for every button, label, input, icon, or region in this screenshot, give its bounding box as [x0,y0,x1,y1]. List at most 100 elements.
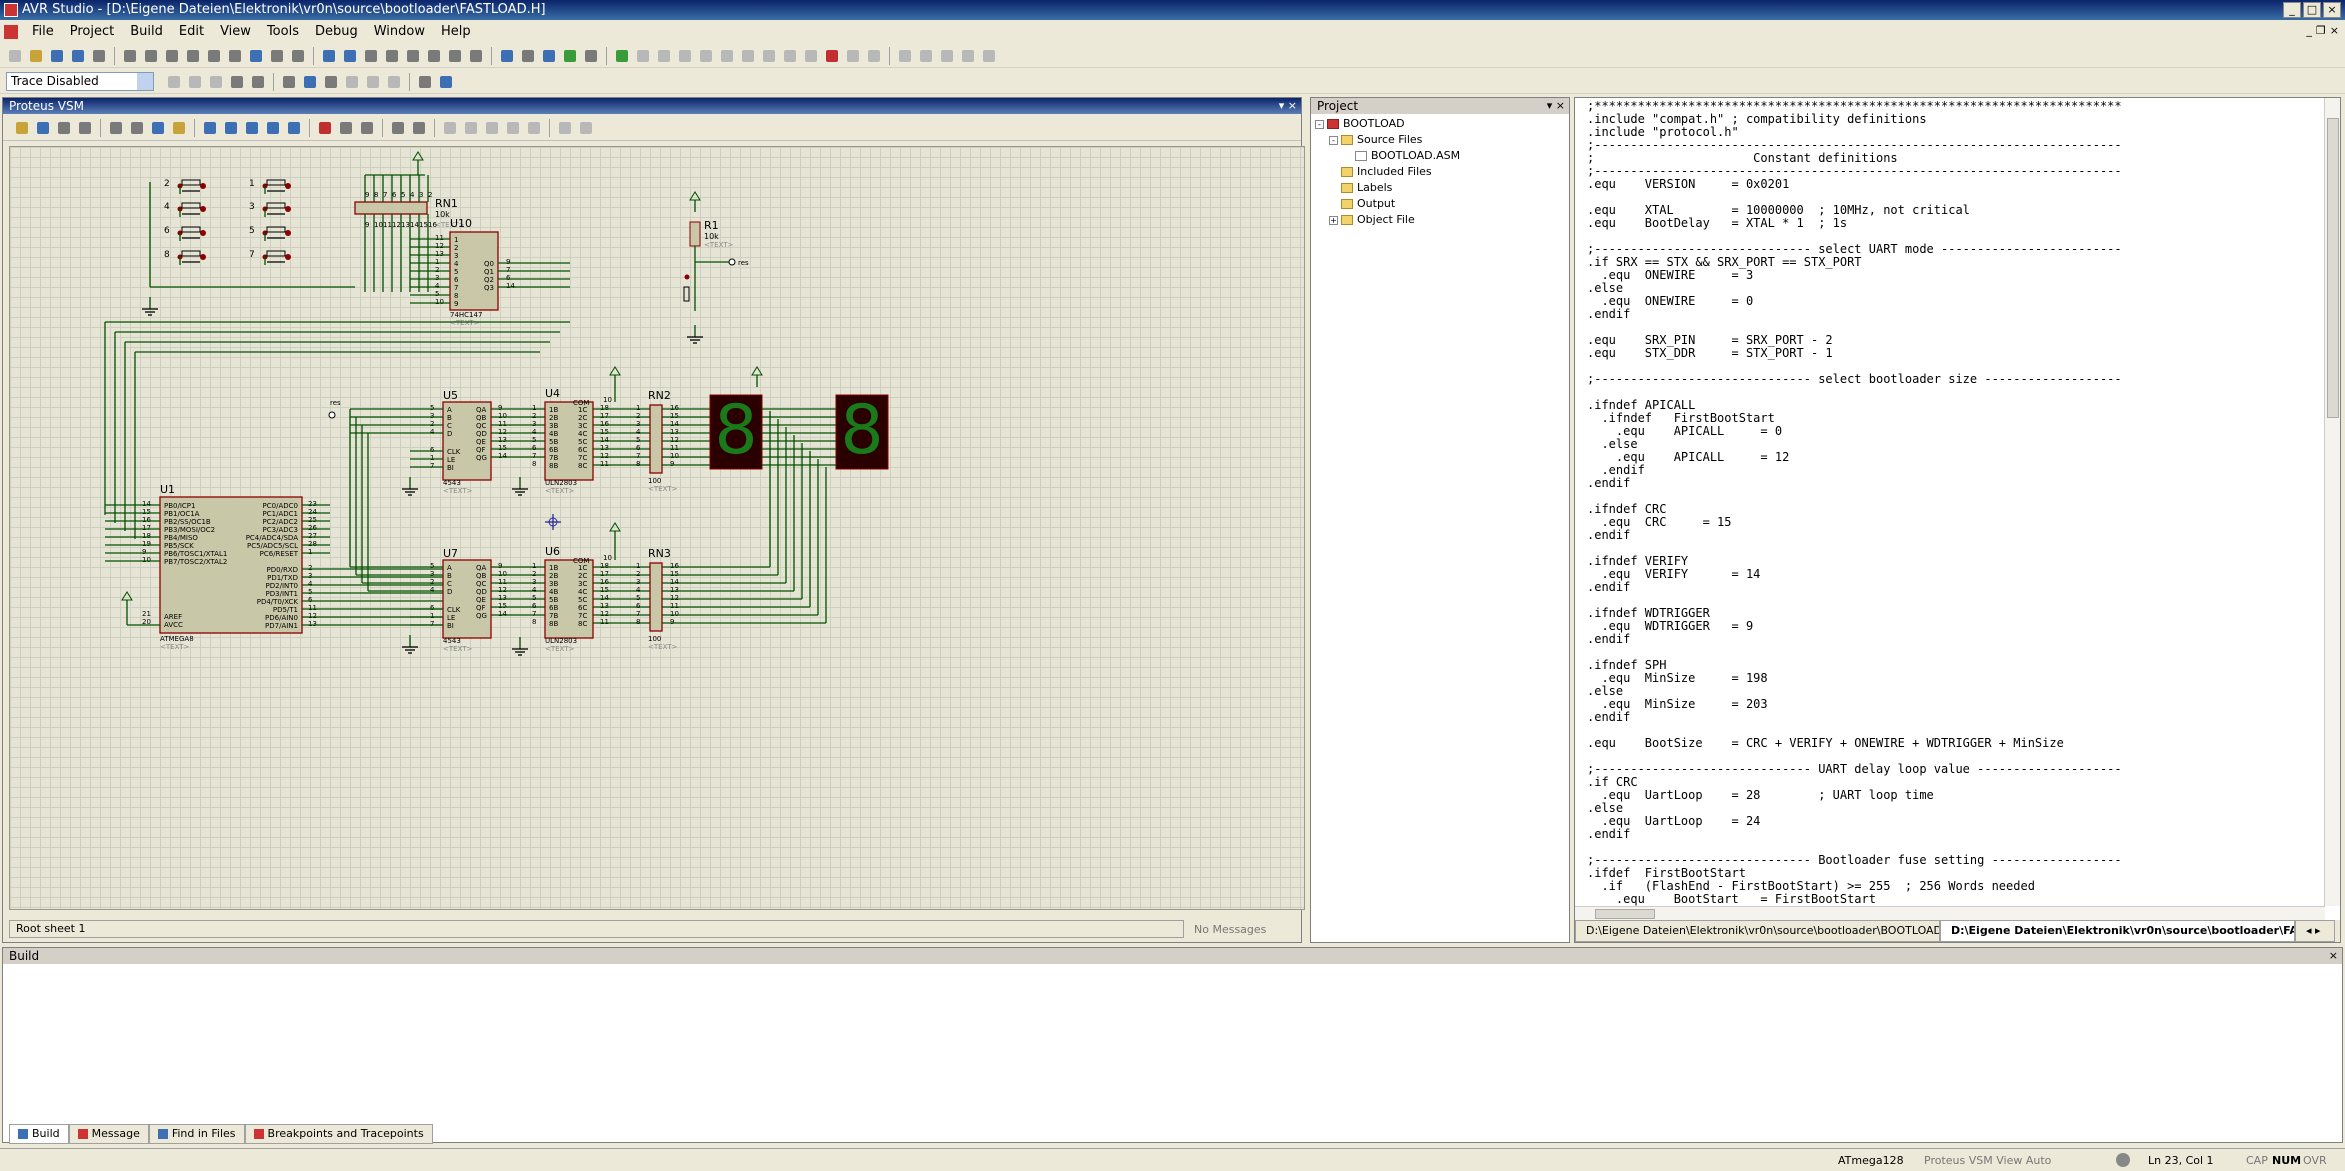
sim-step-icon[interactable] [462,119,480,137]
code-line[interactable]: .equ WDTRIGGER = 9 [1587,619,1754,633]
code-line[interactable]: .equ UartLoop = 24 [1587,814,1761,828]
minimize-button[interactable]: _ [2283,2,2301,18]
code-line[interactable]: .endif [1587,307,1631,321]
undo-icon[interactable] [107,119,125,137]
code-line[interactable]: .ifndef CRC [1587,502,1667,516]
mdi-restore-button[interactable]: ❐ [2315,24,2326,37]
save-all-icon[interactable] [69,47,87,65]
code-line[interactable] [1587,490,2322,503]
code-line[interactable]: .equ ONEWIRE = 3 [1587,268,1754,282]
tree-expander-icon[interactable]: - [1315,119,1324,129]
view-icon[interactable] [896,47,914,65]
clear-breakpoints-icon[interactable] [844,47,862,65]
menu-view[interactable]: View [220,24,251,39]
sim-pause-icon[interactable] [483,119,501,137]
code-line[interactable]: .equ SRX_PIN = SRX_PORT - 2 [1587,333,1833,347]
editor-vertical-scrollbar[interactable] [2324,98,2340,906]
led-icon[interactable] [556,119,574,137]
menu-project[interactable]: Project [69,24,115,39]
processor-icon[interactable] [437,73,455,91]
wire-icon[interactable] [358,119,376,137]
probe-icon[interactable] [410,119,428,137]
export-icon[interactable] [76,119,94,137]
trace-icon[interactable] [343,73,361,91]
pane-close-icon[interactable]: ▾ × [1278,99,1297,112]
code-line[interactable]: .equ APICALL = 0 [1587,424,1783,438]
code-line[interactable]: .else [1587,281,1624,295]
code-line[interactable]: .equ BootDelay = XTAL * 1 ; 1s [1587,216,1848,230]
memory-icon[interactable] [301,73,319,91]
stop-debug-icon[interactable] [655,47,673,65]
zoom-all-icon[interactable] [264,119,282,137]
code-line[interactable]: .include "compat.h" ; compatibility defi… [1587,112,1927,126]
code-line[interactable]: .endif [1587,580,1631,594]
code-line[interactable]: .ifndef APICALL [1587,398,1696,412]
editor-horizontal-scrollbar[interactable] [1575,906,2325,920]
tab-bootload-asm[interactable]: D:\Eigene Dateien\Elektronik\vr0n\source… [1575,920,1940,942]
tab-build[interactable]: Build [9,1124,69,1144]
auto-step-icon[interactable] [802,47,820,65]
break-icon[interactable] [634,47,652,65]
find-in-files-icon[interactable] [341,47,359,65]
pan-icon[interactable] [201,119,219,137]
build-icon[interactable] [498,47,516,65]
step-into-icon[interactable] [718,47,736,65]
code-line[interactable]: .equ BootStart = FirstBootStart [1587,892,1876,906]
code-line[interactable] [1587,542,2322,555]
code-line[interactable]: .endif [1587,827,1631,841]
trace-icon[interactable] [228,73,246,91]
tab-breakpoints[interactable]: Breakpoints and Tracepoints [244,1124,433,1144]
help-icon[interactable] [170,119,188,137]
code-line[interactable]: ;---------------------------------------… [1587,164,2122,178]
quickwatch-icon[interactable] [865,47,883,65]
code-line[interactable]: ;------------------------------ Bootload… [1587,853,2122,867]
code-line[interactable]: .equ MinSize = 203 [1587,697,1768,711]
zoom-area-icon[interactable] [285,119,303,137]
code-line[interactable]: .ifndef WDTRIGGER [1587,606,1710,620]
code-line[interactable]: .include "protocol.h" [1587,125,1739,139]
trace-icon[interactable] [186,73,204,91]
code-line[interactable]: .equ APICALL = 12 [1587,450,1790,464]
tree-item[interactable]: BOOTLOAD.ASM [1315,148,1460,164]
graph-icon[interactable] [389,119,407,137]
window-icon[interactable] [247,47,265,65]
menu-help[interactable]: Help [441,24,471,39]
save-icon[interactable] [48,47,66,65]
con-icon[interactable] [582,47,600,65]
trace-icon[interactable] [385,73,403,91]
open-icon[interactable] [13,119,31,137]
code-text[interactable]: ;***************************************… [1587,100,2322,906]
code-line[interactable]: .equ VERSION = 0x0201 [1587,177,1790,191]
tab-message[interactable]: Message [68,1124,149,1144]
build-run-icon[interactable] [519,47,537,65]
trace-icon[interactable] [207,73,225,91]
paste-icon[interactable] [163,47,181,65]
save-icon[interactable] [34,119,52,137]
pane-close-icon[interactable]: ▾ × [1546,99,1565,112]
view-icon[interactable] [938,47,956,65]
trace-mode-select[interactable]: Trace Disabled [6,72,154,91]
tree-expander-icon[interactable]: - [1329,135,1338,145]
scroll-thumb[interactable] [2327,118,2339,418]
pane-close-icon[interactable]: × [2328,949,2338,962]
scroll-thumb[interactable] [1595,909,1655,919]
next-bookmark-icon[interactable] [383,47,401,65]
close-button[interactable]: × [2323,2,2341,18]
code-line[interactable]: .equ VERIFY = 14 [1587,567,1761,581]
tree-item[interactable]: Output [1315,196,1460,212]
redo-icon[interactable] [128,119,146,137]
code-line[interactable]: .equ MinSize = 198 [1587,671,1768,685]
code-line[interactable]: .equ XTAL = 10000000 ; 10MHz, not critic… [1587,203,1970,217]
disassembler-icon[interactable] [416,73,434,91]
code-line[interactable]: ;***************************************… [1587,100,2122,113]
run-to-cursor-icon[interactable] [781,47,799,65]
tree-item[interactable]: -Source Files [1315,132,1460,148]
menu-tools[interactable]: Tools [266,24,299,39]
menu-file[interactable]: File [32,24,54,39]
cascade-icon[interactable] [268,47,286,65]
code-line[interactable]: .equ BootSize = CRC + VERIFY + ONEWIRE +… [1587,736,2064,750]
menu-window[interactable]: Window [373,24,425,39]
code-line[interactable]: .endif [1587,710,1631,724]
tree-expander-icon[interactable]: + [1329,215,1338,225]
